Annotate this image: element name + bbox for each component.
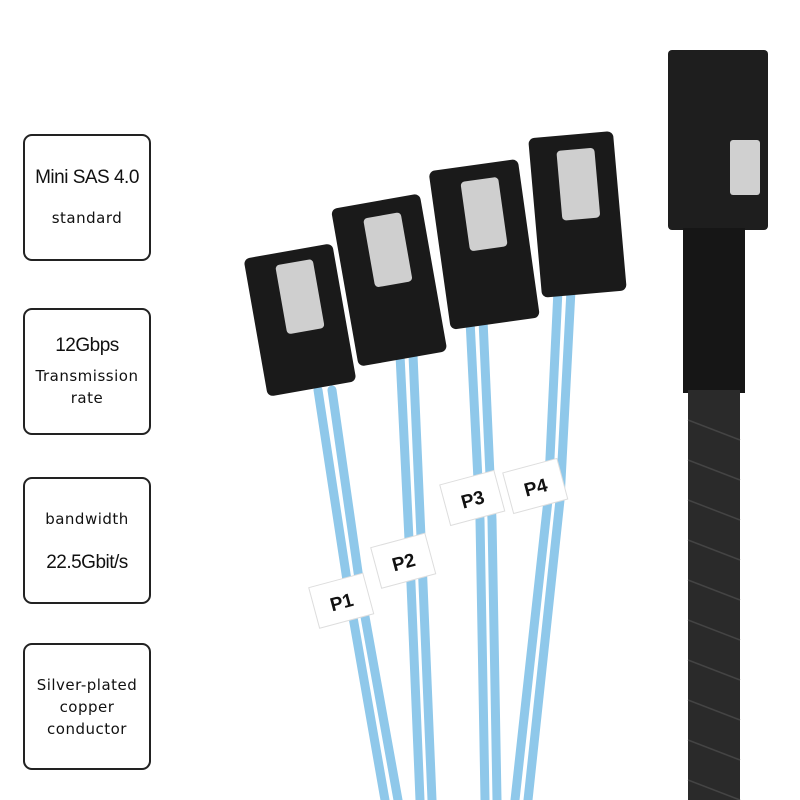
feature-box-rate: 12Gbps Transmission rate <box>23 308 151 435</box>
feature-caption: Transmission <box>35 366 139 385</box>
feature-caption: Silver-plated <box>36 675 138 694</box>
feature-caption: standard <box>51 208 123 227</box>
sata-connectors <box>244 131 627 396</box>
feature-caption: conductor <box>47 719 127 738</box>
feature-title: Mini SAS 4.0 <box>35 166 139 188</box>
feature-caption: bandwidth <box>45 509 129 528</box>
feature-title: 22.5Gbit/s <box>46 551 128 573</box>
feature-caption: rate <box>70 388 104 407</box>
feature-title: 12Gbps <box>55 334 119 356</box>
feature-box-bandwidth: bandwidth 22.5Gbit/s <box>23 477 151 604</box>
feature-caption: copper <box>59 697 115 716</box>
sata-cables <box>313 285 576 800</box>
feature-box-standard: Mini SAS 4.0 standard <box>23 134 151 261</box>
feature-box-conductor: Silver-plated copper conductor <box>23 643 151 770</box>
mini-sas-connector <box>668 50 768 800</box>
port-labels: P1 P2 P3 P4 <box>308 457 569 629</box>
